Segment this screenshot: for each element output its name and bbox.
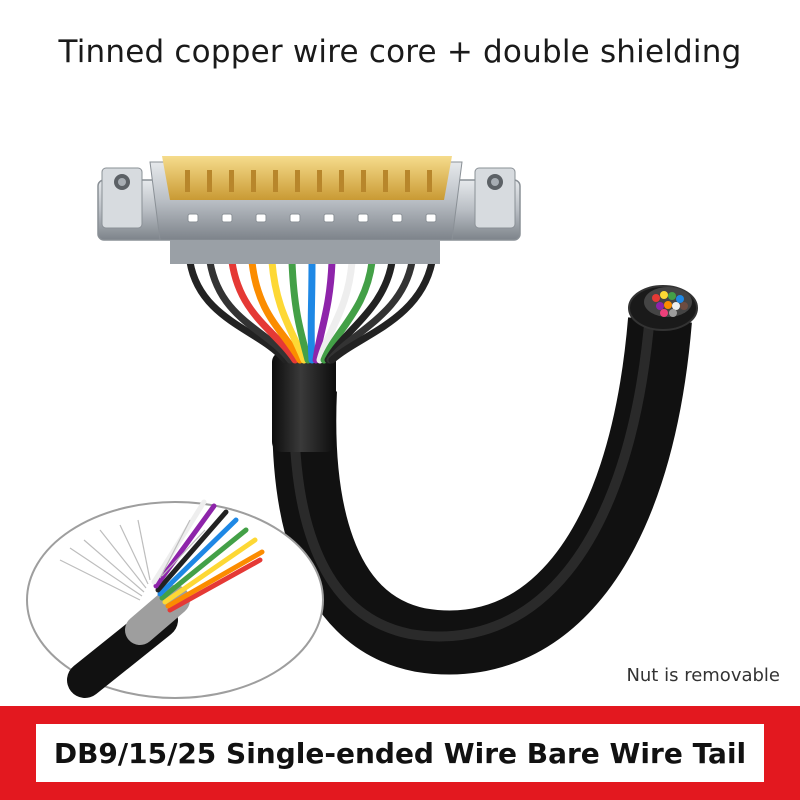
cable-jacket (272, 317, 692, 675)
cable-highlight (289, 313, 655, 642)
nut-removable-note: Nut is removable (626, 665, 780, 686)
fan-out-wires (186, 258, 436, 364)
gold-pins (185, 170, 432, 192)
wire-cross-section-icon (628, 285, 698, 331)
banner-text: DB9/15/25 Single-ended Wire Bare Wire Ta… (36, 724, 764, 782)
headline-text: Tinned copper wire core + double shieldi… (58, 34, 742, 70)
left-nut (101, 167, 143, 229)
db25-connector-icon (97, 156, 521, 264)
right-nut (474, 167, 516, 229)
heat-shrink-sleeve (272, 352, 336, 452)
title-banner: DB9/15/25 Single-ended Wire Bare Wire Ta… (0, 706, 800, 800)
shielded-cable-icon (26, 499, 324, 699)
